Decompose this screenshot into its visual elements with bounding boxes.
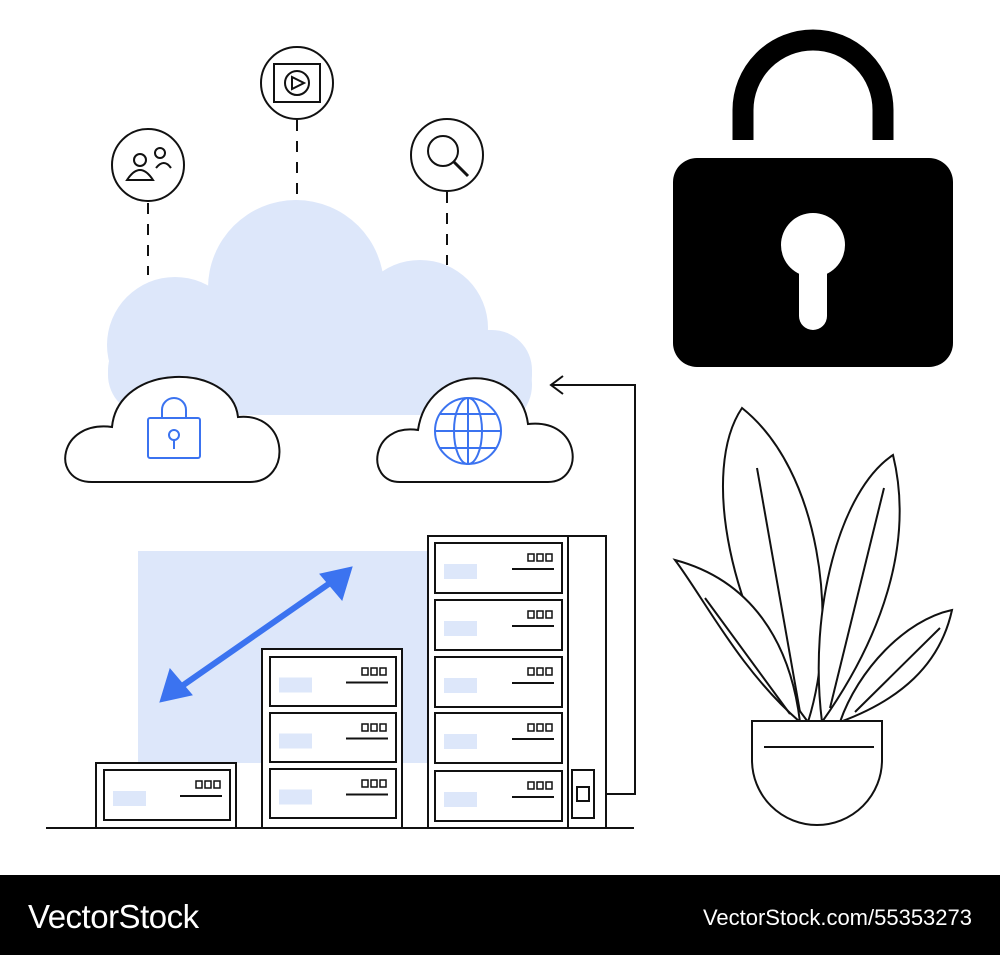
double-arrow-icon (159, 566, 353, 703)
server-units (103, 542, 563, 822)
server-unit (434, 770, 563, 822)
server-unit (269, 768, 397, 819)
video-play-icon (260, 46, 334, 120)
padlock-icon (673, 29, 953, 367)
server-unit (434, 542, 563, 594)
footer-bar: VectorStock VectorStock.com/55353273 (0, 875, 1000, 955)
server-unit (269, 712, 397, 763)
stock-id-link[interactable]: VectorStock.com/55353273 (702, 905, 972, 930)
server-unit (269, 656, 397, 707)
server-unit (434, 656, 563, 708)
padlock-icon (147, 397, 201, 459)
users-icon (111, 128, 185, 202)
illustration (46, 29, 954, 829)
connector-line (549, 375, 636, 795)
potted-plant-icon (672, 406, 954, 826)
search-icon (410, 118, 484, 192)
brand-logo[interactable]: VectorStock (28, 898, 199, 935)
server-unit (434, 599, 563, 651)
server-unit (434, 712, 563, 764)
server-unit (103, 769, 231, 821)
globe-icon (434, 397, 502, 465)
